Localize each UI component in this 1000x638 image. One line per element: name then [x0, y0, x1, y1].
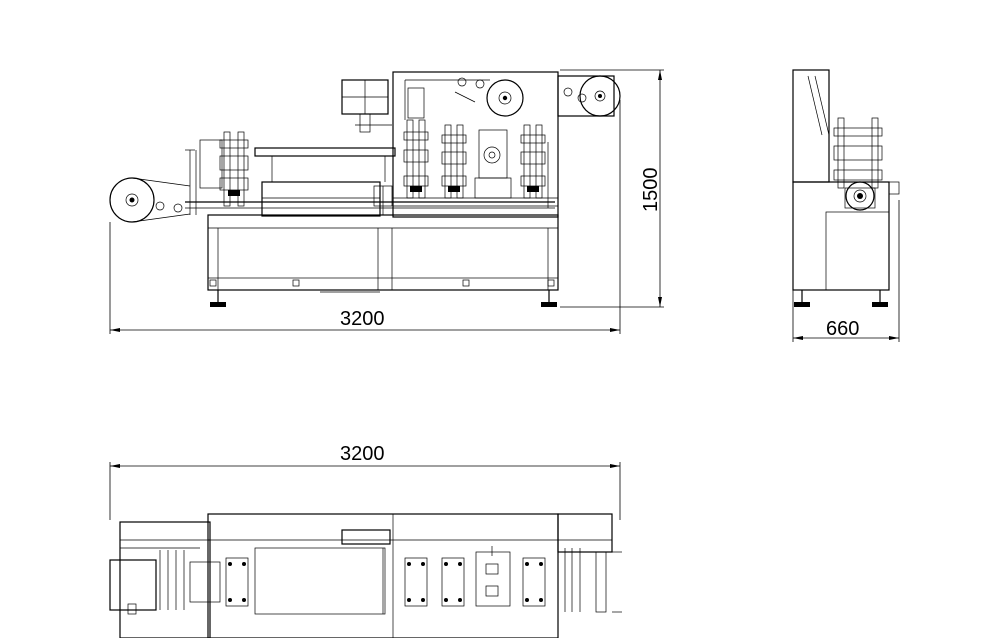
dimension-length-front: 3200	[109, 100, 621, 334]
forming-station	[403, 119, 429, 199]
dimension-length-top: 3200	[109, 443, 621, 520]
heating-station	[199, 131, 249, 207]
film-reel-right	[557, 75, 621, 117]
top-view: 3200	[109, 443, 622, 638]
sealing-station	[441, 124, 467, 199]
length-label-top: 3200	[340, 443, 385, 465]
front-view: 3200 1500	[109, 69, 664, 334]
side-view: 660	[792, 69, 900, 342]
film-reel-left	[109, 149, 197, 223]
punching-station	[520, 124, 546, 199]
dimension-height: 1500	[560, 69, 664, 308]
length-label-front: 3200	[340, 308, 385, 330]
lidding-reel	[404, 77, 524, 120]
height-label: 1500	[640, 168, 662, 213]
machine-foot	[210, 290, 226, 307]
dimension-width-side: 660	[792, 200, 900, 342]
machine-foot	[541, 290, 557, 307]
width-label-side: 660	[826, 318, 859, 340]
